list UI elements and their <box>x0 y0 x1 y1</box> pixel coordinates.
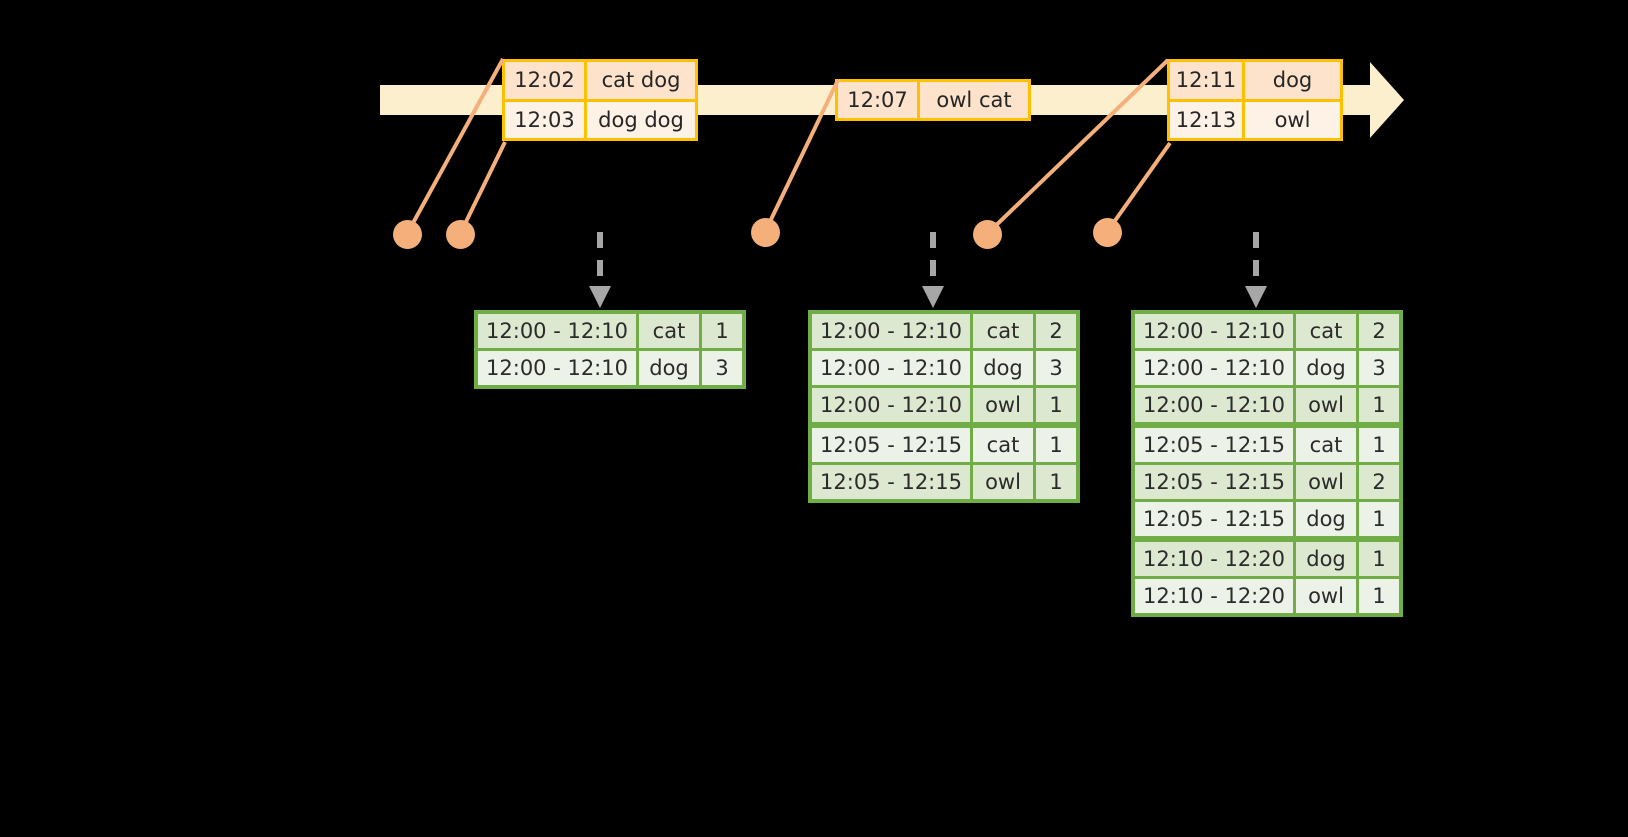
cell-word: owl <box>973 465 1033 499</box>
event-box-2[interactable]: 12:07 owl cat <box>835 79 1031 121</box>
table-row: 12:00 - 12:10 owl 1 <box>1135 388 1399 422</box>
cell-word: cat <box>973 314 1033 348</box>
cell-window: 12:05 - 12:15 <box>812 465 970 499</box>
event-row: 12:11 dog <box>1170 62 1340 99</box>
cell-word: cat <box>639 314 699 348</box>
connector-dot-5 <box>1093 218 1122 247</box>
event-words: owl cat <box>936 88 1012 112</box>
event-time: 12:02 <box>505 62 587 99</box>
table-row: 12:00 - 12:10 cat 2 <box>812 314 1076 348</box>
event-row: 12:07 owl cat <box>838 82 1028 118</box>
connector-dot-3 <box>751 218 780 247</box>
cell-word: dog <box>973 351 1033 385</box>
cell-window: 12:05 - 12:15 <box>1135 502 1293 536</box>
cell-word: owl <box>1296 388 1356 422</box>
event-time: 12:07 <box>838 82 920 118</box>
event-row: 12:02 cat dog <box>505 62 695 99</box>
table-row: 12:00 - 12:10 dog 3 <box>812 351 1076 385</box>
event-words: dog <box>1272 68 1313 93</box>
dashed-arrow-3 <box>1245 232 1267 308</box>
cell-count: 1 <box>1359 428 1399 462</box>
cell-count: 2 <box>1359 314 1399 348</box>
cell-count: 3 <box>702 351 742 385</box>
table-row: 12:05 - 12:15 cat 1 <box>812 428 1076 462</box>
cell-word: owl <box>973 388 1033 422</box>
cell-window: 12:10 - 12:20 <box>1135 579 1293 613</box>
cell-word: owl <box>1296 465 1356 499</box>
result-table-3: 12:00 - 12:10 cat 2 12:00 - 12:10 dog 3 … <box>1131 310 1403 617</box>
cell-window: 12:05 - 12:15 <box>812 428 970 462</box>
cell-window: 12:05 - 12:15 <box>1135 465 1293 499</box>
cell-count: 1 <box>1036 388 1076 422</box>
cell-count: 1 <box>1359 542 1399 576</box>
cell-count: 1 <box>1359 502 1399 536</box>
dashed-arrow-2 <box>922 232 944 308</box>
cell-count: 1 <box>1359 579 1399 613</box>
result-table-1: 12:00 - 12:10 cat 1 12:00 - 12:10 dog 3 <box>474 310 746 389</box>
cell-window: 12:00 - 12:10 <box>1135 388 1293 422</box>
table-row: 12:00 - 12:10 owl 1 <box>812 388 1076 422</box>
connector-dot-4 <box>973 220 1002 249</box>
event-time: 12:11 <box>1170 62 1245 99</box>
connector-line-5 <box>1105 141 1172 234</box>
connector-dot-1 <box>393 220 422 249</box>
cell-count: 3 <box>1036 351 1076 385</box>
cell-word: cat <box>1296 314 1356 348</box>
cell-count: 1 <box>1359 388 1399 422</box>
connector-line-2 <box>458 141 507 235</box>
cell-word: dog <box>1296 502 1356 536</box>
result-table-2: 12:00 - 12:10 cat 2 12:00 - 12:10 dog 3 … <box>808 310 1080 503</box>
cell-count: 1 <box>1036 428 1076 462</box>
event-time: 12:03 <box>505 101 587 138</box>
table-row: 12:00 - 12:10 cat 1 <box>478 314 742 348</box>
cell-count: 2 <box>1359 465 1399 499</box>
cell-window: 12:00 - 12:10 <box>812 351 970 385</box>
cell-word: cat <box>1296 428 1356 462</box>
cell-window: 12:00 - 12:10 <box>1135 351 1293 385</box>
table-row: 12:00 - 12:10 dog 3 <box>1135 351 1399 385</box>
table-row: 12:05 - 12:15 owl 2 <box>1135 465 1399 499</box>
cell-count: 1 <box>702 314 742 348</box>
connector-dot-2 <box>446 220 475 249</box>
cell-window: 12:05 - 12:15 <box>1135 428 1293 462</box>
cell-word: owl <box>1296 579 1356 613</box>
event-row: 12:13 owl <box>1170 98 1340 138</box>
cell-window: 12:00 - 12:10 <box>478 314 636 348</box>
table-row: 12:00 - 12:10 dog 3 <box>478 351 742 385</box>
dashed-arrow-1 <box>589 232 611 308</box>
event-words: dog dog <box>598 107 684 132</box>
event-box-1[interactable]: 12:02 cat dog 12:03 dog dog <box>502 59 698 141</box>
table-row: 12:10 - 12:20 dog 1 <box>1135 542 1399 576</box>
table-row: 12:05 - 12:15 cat 1 <box>1135 428 1399 462</box>
cell-count: 3 <box>1359 351 1399 385</box>
cell-word: dog <box>1296 351 1356 385</box>
table-row: 12:05 - 12:15 dog 1 <box>1135 502 1399 536</box>
cell-count: 2 <box>1036 314 1076 348</box>
cell-window: 12:10 - 12:20 <box>1135 542 1293 576</box>
event-words: owl <box>1274 107 1311 132</box>
table-row: 12:05 - 12:15 owl 1 <box>812 465 1076 499</box>
event-time: 12:13 <box>1170 101 1245 138</box>
cell-window: 12:00 - 12:10 <box>812 388 970 422</box>
table-row: 12:00 - 12:10 cat 2 <box>1135 314 1399 348</box>
cell-window: 12:00 - 12:10 <box>812 314 970 348</box>
event-row: 12:03 dog dog <box>505 98 695 138</box>
event-words: cat dog <box>601 68 681 93</box>
table-row: 12:10 - 12:20 owl 1 <box>1135 579 1399 613</box>
cell-window: 12:00 - 12:10 <box>478 351 636 385</box>
cell-window: 12:00 - 12:10 <box>1135 314 1293 348</box>
cell-word: dog <box>639 351 699 385</box>
cell-word: dog <box>1296 542 1356 576</box>
cell-word: cat <box>973 428 1033 462</box>
cell-count: 1 <box>1036 465 1076 499</box>
event-box-3[interactable]: 12:11 dog 12:13 owl <box>1167 59 1343 141</box>
